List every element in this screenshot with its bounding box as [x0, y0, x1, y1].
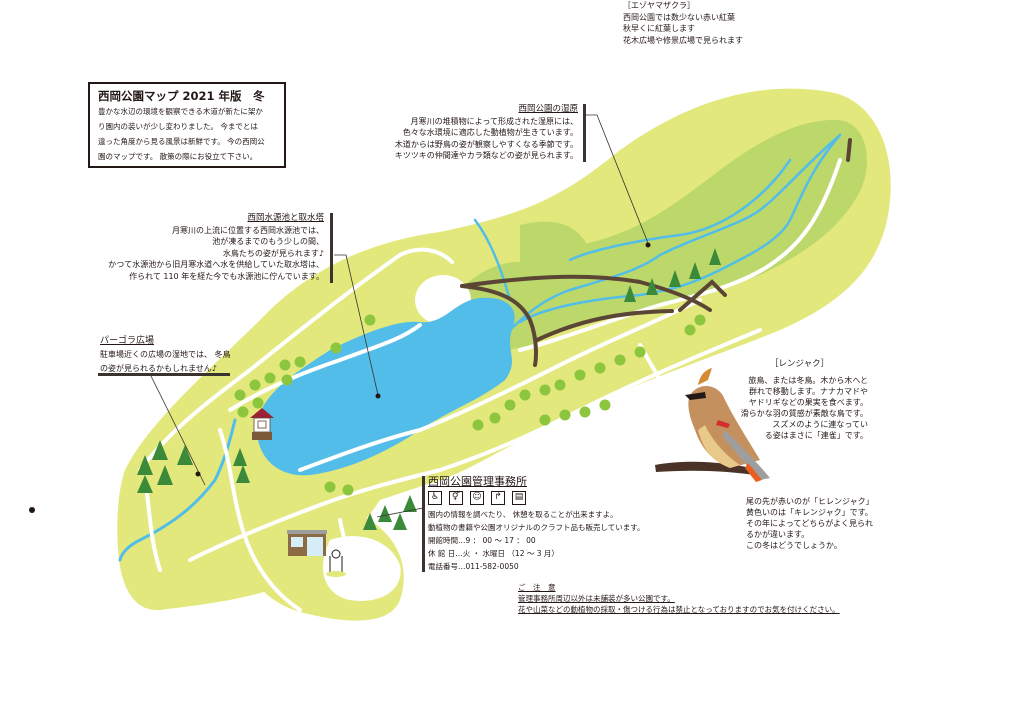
- boardwalk-cross: [535, 309, 674, 342]
- renjaku-variants: 尾の先が赤いのが「ヒレンジャク」 黄色いのは「キレンジャク」です。 その年によっ…: [746, 496, 874, 551]
- office-building-icon: [287, 530, 327, 556]
- intro-line: 園のマップです。 散策の際にお役立て下さい。: [98, 152, 258, 161]
- note-line: 尾の先が赤いのが「ヒレンジャク」: [746, 497, 874, 506]
- pergola-callout-bar: [98, 373, 230, 376]
- reservoir-callout: 西岡水源池と取水塔 月寒川の上流に位置する西岡水源池では、 池が凍るまでのもう少…: [60, 213, 324, 282]
- water-fountain-icon: ↱: [491, 491, 505, 505]
- note-line: 秋早くに紅葉します: [623, 24, 695, 33]
- intro-line: 違った角度から見る風景は新鮮です。 今の西岡公: [98, 137, 265, 146]
- waxwing-bird-illustration: [655, 368, 770, 482]
- callout-line: 水鳥たちの姿が見られます♪: [222, 248, 324, 258]
- notice-box: ご 注 意 管理事務所周辺以外は未舗装が多い公園です。 花や山菜などの動植物の採…: [518, 582, 840, 615]
- office-line: 園内の情報を調べたり、 休憩を取ることが出来ますよ。: [428, 510, 618, 519]
- ezoyamazakura-title: ［エゾヤマザクラ］: [623, 1, 695, 10]
- note-line: るかが違います。: [746, 530, 810, 539]
- pergola-callout: パーゴラ広場 駐車場近くの広場の湿地では、 冬鳥 の姿が見られるかもしれません♪: [100, 336, 231, 376]
- intro-line: り園内の装いが少し変わりました。 今までとは: [98, 122, 258, 131]
- baby-care-icon: ☺: [470, 491, 484, 505]
- callout-line: 月寒川の堆積物によって形成された湿原には、: [410, 116, 578, 126]
- path-north: [138, 247, 454, 472]
- map-title: 西岡公園マップ 2021 年版 冬: [98, 89, 265, 103]
- conifer-trees: [137, 248, 721, 530]
- office-hours: 開館時間…9 ： 00 ～ 17 ： 00: [428, 536, 536, 545]
- office-callout: 西岡公園管理事務所 ♿ ⚥ ☺ ↱ ▤ 園内の情報を調べたり、 休憩を取ることが…: [428, 474, 645, 573]
- path-south: [188, 328, 762, 562]
- marker-dot: [29, 507, 35, 513]
- callout-line: キツツキの仲間達やカラ類などの姿が見られます。: [394, 151, 578, 160]
- deciduous-trees: [234, 314, 706, 496]
- note-line: スズメのように連なってい: [772, 420, 868, 429]
- boardwalk-west: [460, 284, 538, 367]
- renjaku-title: ［レンジャク］: [770, 359, 830, 369]
- notice-line: 花や山菜などの動植物の採取・傷つける行為は禁止となっておりますのでお気を付けくだ…: [518, 605, 840, 614]
- ezoyamazakura-note: ［エゾヤマザクラ］ 西岡公園では数少ない赤い紅葉 秋早くに紅葉します 花木広場や…: [623, 0, 743, 46]
- notice-line: 管理事務所周辺以外は未舗装が多い公園です。: [518, 594, 675, 603]
- note-line: 群れで移動します。ナナカマドや: [749, 387, 868, 396]
- notice-title: ご 注 意: [518, 583, 556, 592]
- note-line: この冬はどうでしょうか。: [746, 541, 842, 550]
- callout-line: かつて水源池から旧月寒水道へ水を供給していた取水塔は、: [108, 260, 324, 269]
- marsh-callout-bar: [583, 104, 586, 162]
- office-callout-bar: [422, 476, 425, 572]
- office-phone: 電話番号…011-582-0050: [428, 562, 519, 571]
- note-line: 旅鳥、または冬鳥。木から木へと: [748, 376, 868, 385]
- callout-line: 木道からは野鳥の姿が観察しやすくなる季節です。: [394, 139, 578, 149]
- office-title: 西岡公園管理事務所: [428, 475, 527, 488]
- reservoir-title: 西岡水源池と取水塔: [247, 213, 324, 223]
- note-line: 花木広場や修景広場で見られます: [623, 35, 743, 45]
- reservoir-water: [258, 297, 515, 476]
- note-line: 滑らかな羽の質感が素敵な鳥です。: [740, 409, 868, 418]
- intake-tower-icon: [250, 408, 274, 440]
- callout-line: 作られて 110 年を経た今でも水源池に佇んでいます。: [129, 271, 324, 281]
- intro-line: 豊かな水辺の環境を観察できる木道が新たに架か: [98, 107, 263, 116]
- office-line: 動植物の書籍や公園オリジナルのクラフト品も販売しています。: [428, 523, 645, 532]
- callout-line: 駐車場近くの広場の湿地では、 冬鳥: [100, 349, 231, 359]
- marsh-callout: 西岡公園の湿原 月寒川の堆積物によって形成された湿原には、 色々な水環境に適応し…: [360, 104, 578, 162]
- clock-icon: [326, 549, 346, 577]
- marsh-title: 西岡公園の湿原: [518, 104, 578, 114]
- info-board-icon: ▤: [512, 491, 526, 505]
- map-title-box: 西岡公園マップ 2021 年版 冬 豊かな水辺の環境を観察できる木道が新たに架か…: [88, 82, 286, 168]
- pergola-title: パーゴラ広場: [100, 336, 155, 346]
- office-closed-days: 休 館 日…火 ・ 水曜日 （12 ～ 3 月）: [428, 549, 559, 558]
- wheelchair-icon: ♿: [428, 491, 442, 505]
- renjaku-description: 旅鳥、または冬鳥。木から木へと 群れで移動します。ナナカマドや ヤドリギなどの果…: [728, 375, 868, 441]
- callout-line: 色々な水環境に適応した動植物が生きています。: [402, 128, 578, 137]
- callout-line: 月寒川の上流に位置する西岡水源池では、: [172, 225, 324, 235]
- callout-line: 池が凍るまでのもう少しの間、: [212, 237, 324, 246]
- restroom-icon: ⚥: [449, 491, 463, 505]
- reservoir-callout-bar: [330, 213, 333, 283]
- path-shore: [228, 323, 422, 412]
- note-line: その年によってどちらがよく見られ: [746, 519, 873, 528]
- callout-line: の姿が見られるかもしれません♪: [100, 363, 217, 373]
- note-line: ヤドリギなどの果実を食べます。: [748, 398, 868, 407]
- boardwalk-east: [678, 279, 727, 312]
- note-line: 西岡公園では数少ない赤い紅葉: [623, 12, 735, 22]
- stream-main: [503, 133, 842, 337]
- note-line: る姿はまさに「連雀」です。: [764, 431, 868, 440]
- boardwalk-north: [460, 274, 712, 312]
- note-line: 黄色いのは「キレンジャク」です。: [746, 508, 873, 517]
- facility-icons: ♿ ⚥ ☺ ↱ ▤: [428, 491, 645, 505]
